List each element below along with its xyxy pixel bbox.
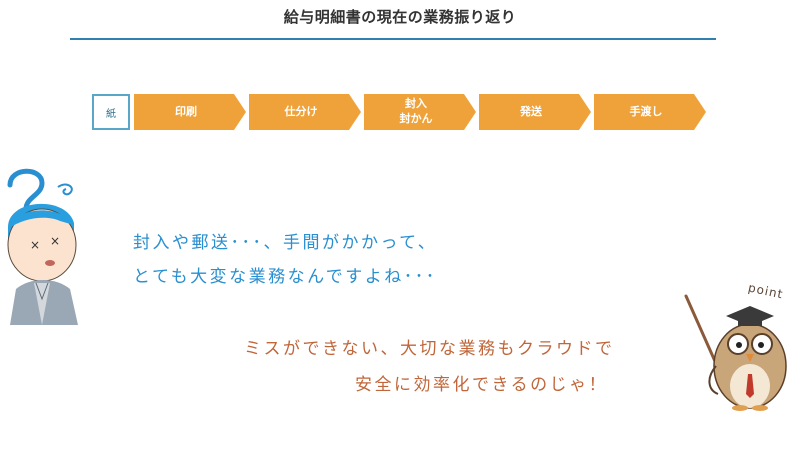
step-label: 封入 封かん [399,97,433,125]
step-label: 発送 [520,104,542,118]
step-arrow-shape [594,94,706,130]
step-label: 印刷 [175,104,197,118]
page-title: 給与明細書の現在の業務振り返り [283,8,517,26]
svg-text:×: × [50,234,60,248]
paper-start-box: 紙 [92,94,130,130]
step-print: 印刷 [134,94,246,130]
step-label: 手渡し [629,104,663,118]
step-arrow-shape [134,94,246,130]
step-hand-deliver: 手渡し [594,94,706,130]
step-arrow-shape [364,94,476,130]
svg-text:×: × [30,238,40,252]
step-arrow-shape [249,94,361,130]
owl-line-2: 安全に効率化できるのじゃ！ [355,375,609,395]
step-send: 発送 [479,94,591,130]
title-underline [70,38,716,40]
step-arrow-shape [479,94,591,130]
step-label: 仕分け [284,104,318,118]
owl-line-1: ミスができない、大切な業務もクラウドで [244,339,615,359]
worried-worker-illustration: × × [7,168,78,325]
step-sort: 仕分け [249,94,361,130]
owl-professor-illustration [684,294,787,411]
step-enclose-seal: 封入 封かん [364,94,476,130]
worker-line-2: とても大変な業務なんですよね･･･ [133,267,437,287]
paper-label: 紙 [106,108,116,120]
worker-line-1: 封入や郵送･･･、手間がかかって、 [133,233,438,253]
